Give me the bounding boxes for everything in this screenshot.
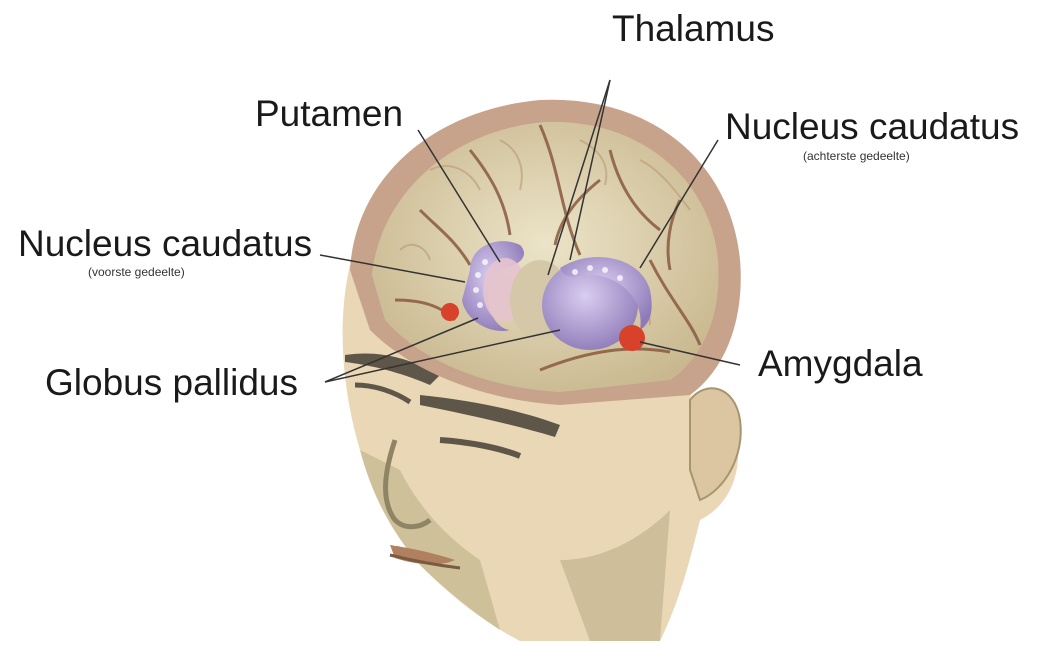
amygdala-anterior-spot	[441, 303, 459, 321]
label-caudate-anterior: Nucleus caudatus	[18, 225, 312, 262]
label-thalamus: Thalamus	[612, 10, 774, 47]
ear	[690, 388, 741, 500]
label-globus-pallidus: Globus pallidus	[45, 364, 298, 401]
label-caudate-posterior: Nucleus caudatus	[725, 108, 1019, 145]
label-caudate-posterior-sub: (achterste gedeelte)	[803, 150, 910, 162]
label-amygdala: Amygdala	[758, 345, 923, 382]
label-putamen: Putamen	[255, 95, 403, 132]
label-caudate-anterior-sub: (voorste gedeelte)	[88, 266, 185, 278]
amygdala-shape	[619, 325, 645, 351]
